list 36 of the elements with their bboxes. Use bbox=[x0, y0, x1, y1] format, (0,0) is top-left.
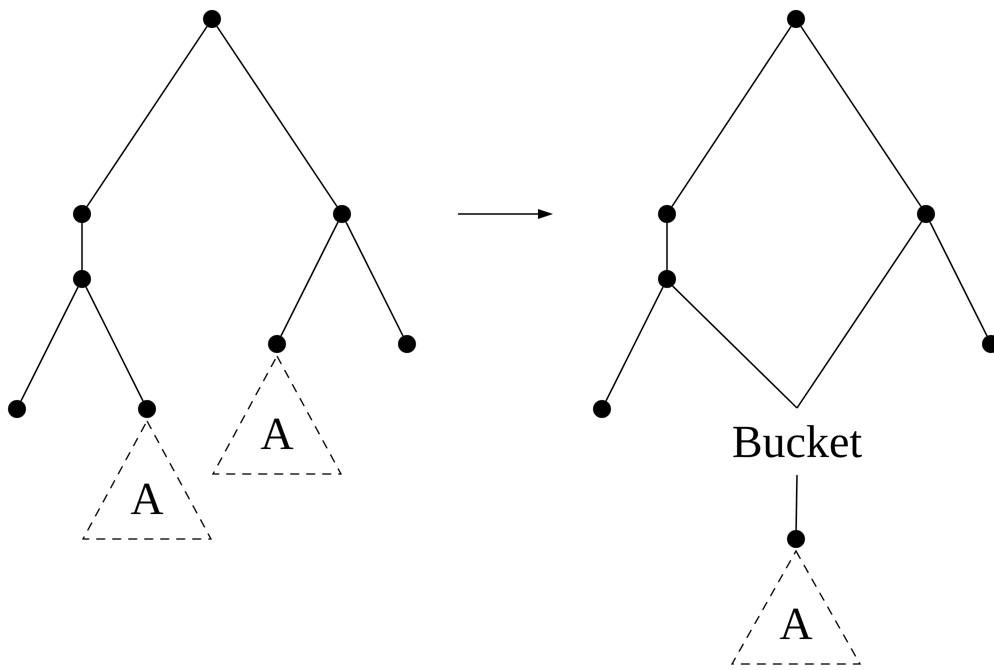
tree-edge bbox=[345, 222, 404, 336]
subtree-label: A bbox=[130, 476, 164, 522]
subtree-label: A bbox=[260, 411, 294, 457]
tree-edge bbox=[672, 286, 798, 409]
tree-edge bbox=[800, 26, 922, 207]
subtree-triangle bbox=[82, 420, 212, 540]
tree-edge bbox=[20, 286, 79, 402]
subtree-label: A bbox=[779, 601, 813, 647]
tree-node-dot bbox=[593, 400, 611, 418]
tree-node-dot bbox=[658, 205, 676, 223]
tree-node-dot bbox=[787, 10, 805, 28]
tree-node-dot bbox=[138, 400, 156, 418]
tree-node-dot bbox=[73, 205, 91, 223]
tree-edge bbox=[280, 222, 339, 336]
tree-edge bbox=[671, 26, 792, 207]
tree-edge bbox=[85, 286, 144, 402]
tree-edge bbox=[81, 223, 83, 270]
tree-edge bbox=[796, 221, 922, 408]
tree-edge bbox=[605, 286, 664, 402]
subtree-triangle bbox=[731, 550, 861, 665]
tree-edge bbox=[666, 223, 668, 270]
tree-node-dot bbox=[73, 270, 91, 288]
tree-edge bbox=[86, 26, 208, 207]
tree-node-dot bbox=[398, 335, 416, 353]
tree-node-dot bbox=[917, 205, 935, 223]
tree-edge bbox=[216, 26, 338, 207]
tree-edge bbox=[795, 474, 798, 530]
tree-node-dot bbox=[203, 10, 221, 28]
tree-node-dot bbox=[787, 530, 805, 548]
tree-edge bbox=[929, 222, 988, 336]
tree-node-dot bbox=[333, 205, 351, 223]
tree-node-dot bbox=[8, 400, 26, 418]
subtree-triangle bbox=[212, 355, 342, 475]
tree-node-dot bbox=[268, 335, 286, 353]
tree-node-dot bbox=[658, 270, 676, 288]
bucket-label: Bucket bbox=[732, 418, 862, 464]
